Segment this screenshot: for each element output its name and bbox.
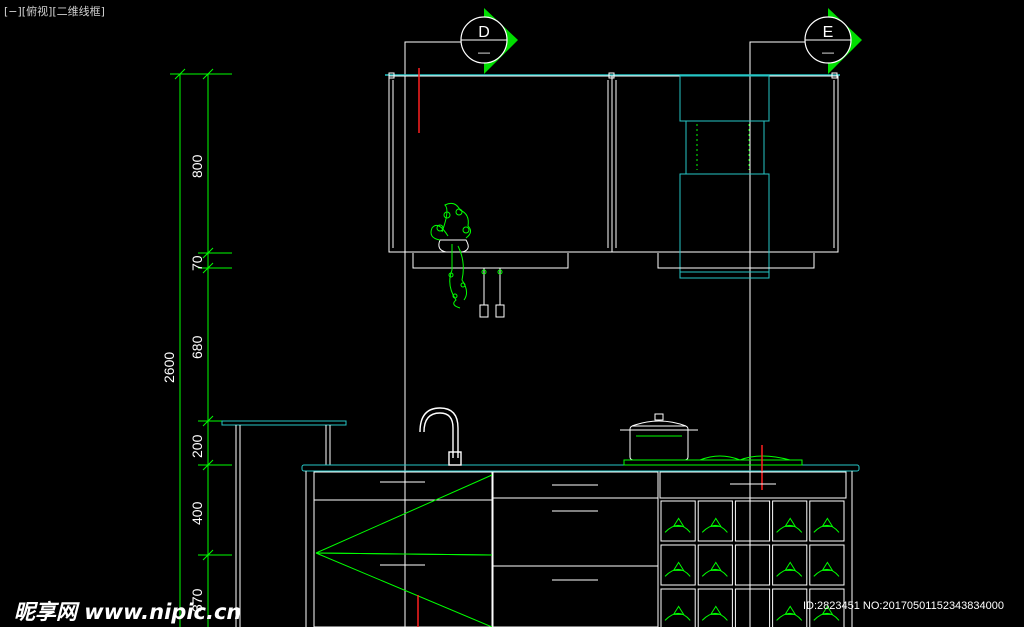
section-marker-d-sub: — [478,45,490,59]
wine-rack-cell [809,544,845,586]
dimension-total: 2600 [161,352,177,383]
wine-bottle-icon [701,605,728,621]
wine-rack-cell [697,588,733,627]
dimension-labels: 2600 800 70 680 200 400 370 [161,154,205,612]
wine-bottle-icon [701,517,728,533]
range-hood [679,75,770,279]
section-marker-e-letter: E [823,24,834,41]
potted-plant [430,202,472,309]
wine-rack-cell [660,544,696,586]
wine-rack-cell [734,588,771,627]
section-marker-d[interactable]: D — [460,8,518,74]
cooking-pot [620,413,803,490]
wine-bottle-icon [813,605,840,621]
wine-bottle-icon [813,517,840,533]
wine-rack-cell [809,588,845,627]
upper-cabinets [385,68,840,253]
wine-bottle-icon [776,561,803,577]
watermark-logo: 昵享网 www.nipic.cn [14,600,242,624]
watermark-id: ID:2823451 NO:20170501152343834000 [802,600,1004,612]
hanging-rails [412,253,815,269]
dimension-chain [170,68,232,627]
wine-rack-cell [734,500,771,542]
section-marker-e-sub: — [822,45,834,59]
wine-rack-cell [772,588,808,627]
dimension-800: 800 [189,154,205,178]
wine-rack-cell [772,500,808,542]
wine-bottle-icon [664,517,691,533]
wine-rack-cell [809,500,845,542]
wine-rack-cell [660,500,696,542]
dimension-400: 400 [189,501,205,525]
viewport-label[interactable]: [−][俯视][二维线框] [4,5,105,18]
wine-rack-cell [660,588,696,627]
faucet [419,407,462,466]
countertop [301,464,860,627]
base-cabinets [313,471,847,627]
dimension-70: 70 [189,255,205,271]
door-swing-lines [315,474,493,627]
wine-bottle-icon [776,517,803,533]
wine-rack-cell [772,544,808,586]
section-lines [404,41,806,627]
wine-bottle-icon [813,561,840,577]
dimension-200: 200 [189,434,205,458]
wine-bottle-icon [664,605,691,621]
dimension-370: 370 [189,588,205,612]
section-marker-d-letter: D [478,24,490,41]
wine-rack-cell [734,544,771,586]
wine-bottle-icon [701,561,728,577]
wine-rack-cell [697,500,733,542]
section-marker-e[interactable]: E — [804,8,862,74]
dimension-680: 680 [189,335,205,359]
bar-counter [221,420,347,627]
wine-bottle-icon [664,561,691,577]
wine-rack [660,500,845,627]
wine-bottle-icon [776,605,803,621]
hanging-utensils [479,268,505,318]
wine-rack-cell [697,544,733,586]
